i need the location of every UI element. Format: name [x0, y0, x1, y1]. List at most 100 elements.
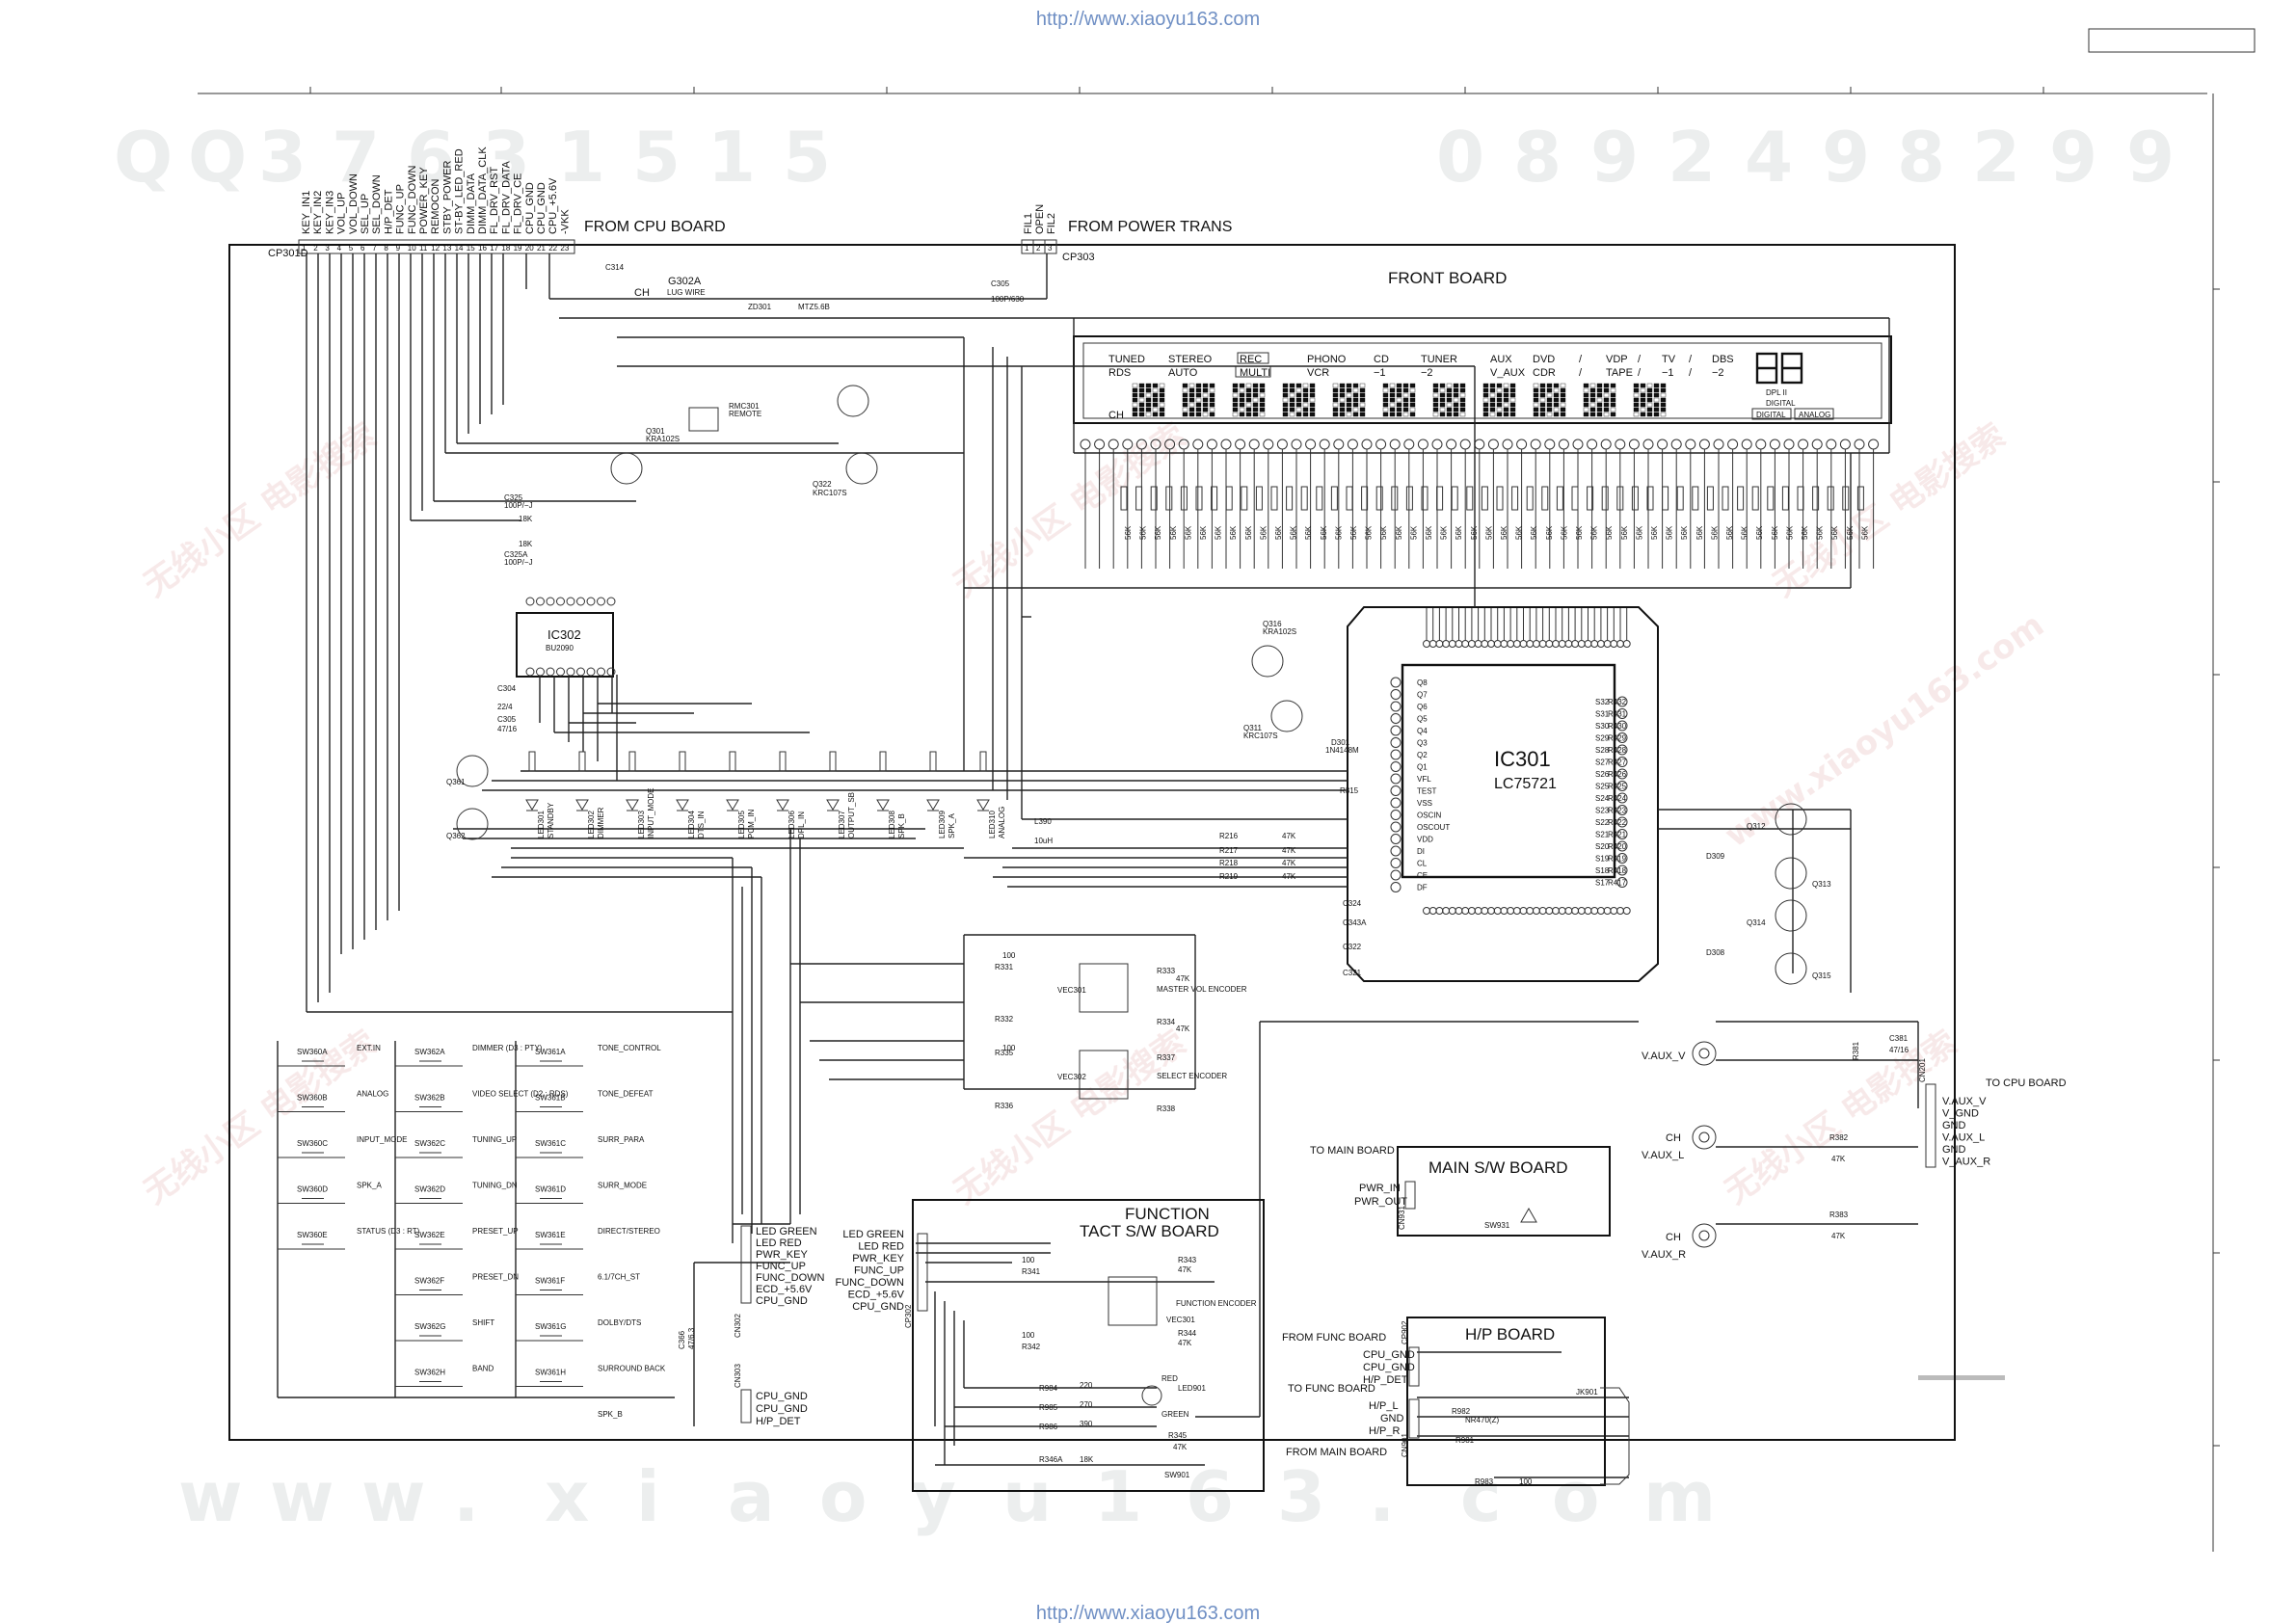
vfd-label: TUNER [1421, 354, 1457, 365]
cp301d-pin-label: FUNC_DOWN [407, 165, 418, 234]
svg-text:Q301: Q301 [646, 427, 665, 436]
led-function: PCM_IN [747, 810, 756, 838]
ic301-right-pin: S27 [1595, 758, 1610, 767]
cp301d-pin-label: VOL_UP [336, 193, 348, 234]
ic301-part: LC75721 [1494, 776, 1557, 792]
svg-text:100: 100 [1002, 1044, 1016, 1052]
switch-ref: SW361B [535, 1094, 566, 1103]
svg-text:56K: 56K [1365, 525, 1374, 540]
ic302: IC302 BU2090 [516, 597, 616, 678]
switch-label: SPK_A [357, 1182, 382, 1190]
cp301d-pin-label: KEY_IN2 [312, 191, 324, 234]
cp301d-pin-num: 8 [384, 244, 388, 253]
watermark-letter: a [728, 1456, 775, 1537]
svg-text:56K: 56K [1139, 525, 1148, 540]
ic301-left-pin: Q6 [1417, 703, 1428, 711]
cp301d-pin-label: CPU_GND [524, 182, 536, 234]
vfd-sublabel: CDR [1533, 367, 1556, 379]
svg-text:FROM FUNC BOARD: FROM FUNC BOARD [1282, 1332, 1386, 1344]
watermark-letter: 3 [1277, 1456, 1325, 1537]
svg-text:KRA102S: KRA102S [1263, 627, 1296, 636]
svg-text:G302A: G302A [668, 276, 702, 287]
svg-text:56K: 56K [1635, 525, 1643, 540]
func-signal: LED GREEN [842, 1229, 904, 1240]
cp301d-pin-num: 5 [349, 244, 354, 253]
svg-text:V.AUX_V: V.AUX_V [1642, 1051, 1686, 1062]
switch-label: TUNING_DN [472, 1182, 518, 1190]
led-ref: LED302 [587, 811, 596, 838]
svg-text:56K: 56K [1440, 525, 1449, 540]
cp301d-pin-label: SEL_UP [360, 194, 371, 234]
watermark-digit: 0 [1436, 117, 1484, 198]
svg-text:56K: 56K [1154, 525, 1162, 540]
svg-text:47K: 47K [1282, 859, 1296, 867]
svg-text:47K: 47K [1178, 1339, 1192, 1347]
svg-text:FUNCTION ENCODER: FUNCTION ENCODER [1176, 1299, 1257, 1308]
watermark-digit: 5 [632, 117, 681, 198]
ic302-ref: IC302 [547, 627, 581, 642]
svg-text:GND: GND [1380, 1413, 1404, 1424]
cp301d-pin-label: KEY_IN3 [324, 191, 335, 234]
watermark-cn-1: 无线小区 电影搜索 [137, 416, 383, 605]
svg-text:MTZ5.6B: MTZ5.6B [798, 303, 830, 311]
svg-text:CN302: CN302 [734, 1314, 742, 1338]
watermark-digit: 2 [1972, 117, 2020, 198]
url-bottom[interactable]: http://www.xiaoyu163.com [1036, 1603, 1260, 1623]
function-title-2: TACT S/W BOARD [1080, 1222, 1219, 1240]
svg-text:TO CPU BOARD: TO CPU BOARD [1986, 1078, 2067, 1089]
svg-text:100P/−J: 100P/−J [504, 558, 533, 567]
vfd-sublabel: −1 [1662, 367, 1674, 379]
cp301d-pin-num: 22 [548, 244, 557, 253]
switch-ref: SW360C [297, 1139, 328, 1148]
cp301d-pin-label: H/P_DET [383, 189, 394, 234]
svg-text:R383: R383 [1829, 1211, 1849, 1219]
svg-text:CN931: CN931 [1398, 1206, 1406, 1230]
led-ref: LED305 [737, 811, 746, 838]
cp301d-pin-label: VOL_DOWN [348, 173, 360, 234]
cn302-signal: PWR_KEY [756, 1249, 808, 1261]
svg-text:R381: R381 [1852, 1041, 1860, 1060]
vfd-label: VDP [1606, 354, 1628, 365]
svg-text:56K: 56K [1229, 525, 1238, 540]
svg-text:10uH: 10uH [1034, 837, 1053, 845]
led-ref: LED303 [637, 811, 646, 838]
ic301-right-net: R425 [1608, 783, 1627, 791]
svg-text:FROM MAIN BOARD: FROM MAIN BOARD [1286, 1447, 1387, 1458]
watermark-digit: 3 [482, 117, 530, 198]
from-cpu-board: FROM CPU BOARD [584, 219, 726, 235]
svg-text:47K: 47K [1831, 1155, 1846, 1163]
main-sw-title: MAIN S/W BOARD [1428, 1158, 1568, 1177]
switch-ref: SW362B [414, 1094, 445, 1103]
svg-text:100P/630: 100P/630 [991, 295, 1025, 304]
svg-text:C324: C324 [1343, 899, 1362, 908]
svg-text:R338: R338 [1157, 1104, 1176, 1113]
cp301d-pin-label: REMOCON [430, 179, 441, 235]
svg-text:VEC301: VEC301 [1166, 1316, 1195, 1324]
vfd-sublabel: TAPE [1606, 367, 1633, 379]
url-top[interactable]: http://www.xiaoyu163.com [1036, 9, 1260, 30]
svg-text:Q361: Q361 [446, 778, 466, 786]
ic301-right-net: R418 [1608, 866, 1627, 875]
svg-text:Q312: Q312 [1747, 822, 1766, 831]
svg-text:VEC301: VEC301 [1057, 986, 1086, 995]
svg-text:R342: R342 [1022, 1343, 1041, 1351]
led-function: ANALOG [998, 807, 1006, 838]
switch-label: ANALOG [357, 1090, 388, 1099]
ic301-right-net: R429 [1608, 734, 1627, 743]
ic301-right-net: R431 [1608, 710, 1627, 719]
ic301-left-pin: CL [1417, 860, 1428, 868]
switch-label: STATUS (D3 : RT) [357, 1227, 420, 1236]
svg-text:56K: 56K [1771, 525, 1779, 540]
ic301-left-pin: OSCIN [1417, 812, 1442, 820]
watermark-letter: . [453, 1456, 479, 1537]
svg-text:56K: 56K [1124, 525, 1133, 540]
svg-text:R345: R345 [1168, 1431, 1188, 1440]
main-sw-board: MAIN S/W BOARD TO MAIN BOARD PWR_IN PWR_… [1310, 1145, 1611, 1237]
switch-label: TONE_DEFEAT [598, 1090, 654, 1099]
svg-text:ZD301: ZD301 [748, 303, 772, 311]
switch-label: SURR_MODE [598, 1182, 647, 1190]
